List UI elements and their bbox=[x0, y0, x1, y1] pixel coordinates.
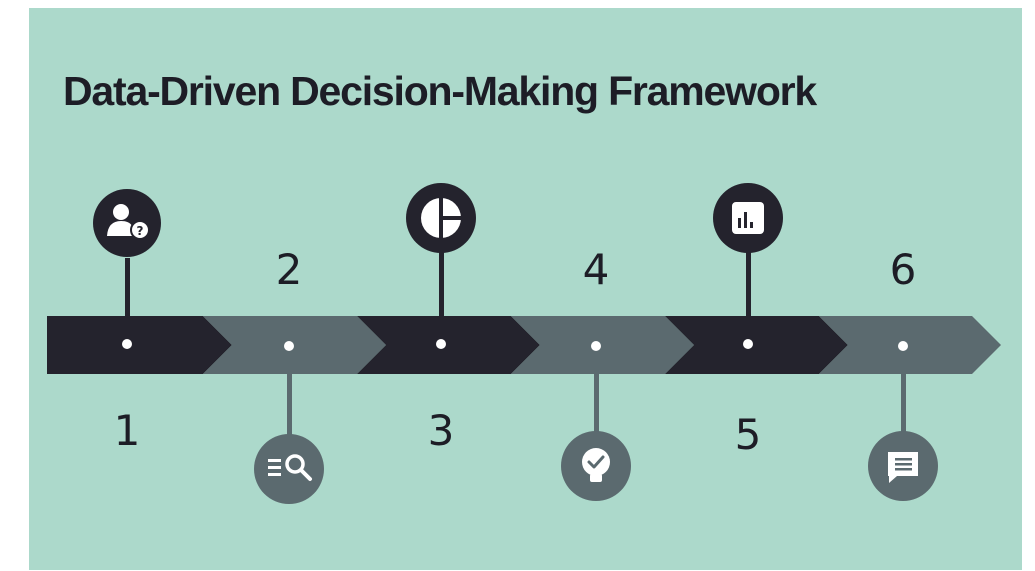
timeline-segment-3 bbox=[357, 316, 540, 374]
connector-stem-3 bbox=[439, 250, 444, 338]
timeline-dot-3 bbox=[436, 339, 446, 349]
step-number-6: 6 bbox=[889, 245, 917, 294]
timeline-segment-2 bbox=[203, 316, 386, 374]
connector-stem-6 bbox=[901, 348, 906, 438]
timeline-segment-5 bbox=[665, 316, 848, 374]
timeline-dot-2 bbox=[284, 341, 294, 351]
user-question-icon: ? bbox=[93, 189, 161, 257]
step-number-4: 4 bbox=[582, 245, 610, 294]
message-icon bbox=[868, 431, 938, 501]
step-number-2: 2 bbox=[275, 245, 303, 294]
timeline-dot-5 bbox=[743, 339, 753, 349]
pie-chart-icon bbox=[406, 183, 476, 253]
timeline-segment-6 bbox=[819, 316, 1001, 374]
step-number-1: 1 bbox=[113, 406, 141, 455]
lightbulb-check-icon bbox=[561, 431, 631, 501]
timeline-segment-4 bbox=[511, 316, 694, 374]
timeline-dot-1 bbox=[122, 339, 132, 349]
connector-stem-4 bbox=[594, 348, 599, 438]
search-list-icon bbox=[254, 434, 324, 504]
svg-text:?: ? bbox=[137, 224, 144, 238]
infographic-panel bbox=[29, 8, 1022, 570]
connector-stem-2 bbox=[287, 348, 292, 438]
timeline-dot-6 bbox=[898, 341, 908, 351]
page-title: Data-Driven Decision-Making Framework bbox=[63, 68, 817, 114]
bar-chart-icon bbox=[713, 183, 783, 253]
timeline-segment-1 bbox=[47, 316, 232, 374]
connector-stem-1 bbox=[125, 258, 130, 338]
step-number-5: 5 bbox=[734, 410, 762, 459]
timeline-dot-4 bbox=[591, 341, 601, 351]
connector-stem-5 bbox=[746, 250, 751, 338]
step-number-3: 3 bbox=[427, 406, 455, 455]
